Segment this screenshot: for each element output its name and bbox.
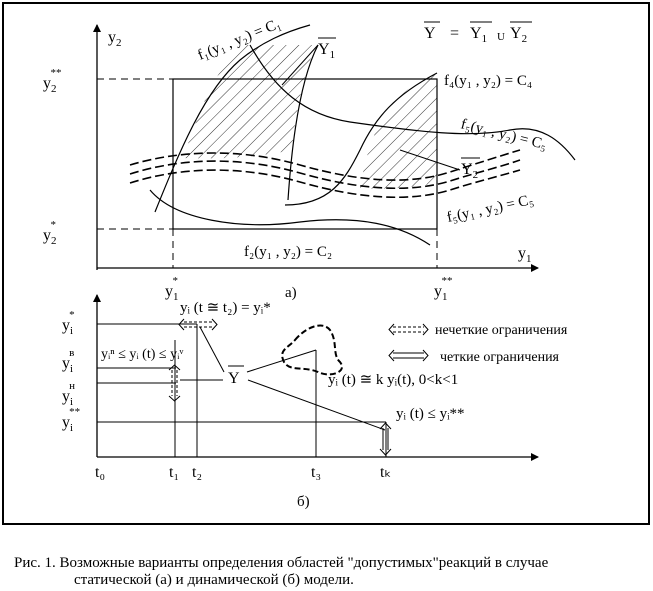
caption-line-2: статической (а) и динамической (б) модел… bbox=[74, 572, 354, 588]
fuzzy-marker-t2 bbox=[178, 318, 218, 331]
link-y-tk bbox=[247, 379, 386, 431]
svg-text:U: U bbox=[497, 31, 505, 43]
label-y2-upper: y2** bbox=[43, 67, 62, 95]
legend-fuzzy-label: нечеткие ограничения bbox=[435, 323, 568, 338]
label-y1-left: y1* bbox=[165, 275, 179, 303]
curve-f5-band-1 bbox=[129, 149, 521, 181]
label-y2-lower: y2* bbox=[43, 219, 57, 247]
panel-a: y2 y1 y2** y2* y1* y1** а) Y = Y1 U Y2 Y… bbox=[43, 16, 576, 303]
region-y1-hatch bbox=[183, 45, 318, 159]
region-y2-label: Y2 bbox=[461, 157, 480, 181]
label-f5-lower: f₅(y₁ , y₂) = C₅ bbox=[446, 192, 536, 226]
label-t2: t₂ bbox=[192, 464, 202, 481]
ann-dstar: yᵢ (t) ≤ yᵢ** bbox=[396, 406, 465, 422]
label-t1: t₁ bbox=[169, 464, 179, 481]
curve-f5-band-2 bbox=[129, 159, 521, 190]
Y-label: Y bbox=[228, 365, 244, 387]
label-yi-star: yi* bbox=[62, 309, 75, 337]
region-y1-label: Y1 bbox=[318, 37, 336, 61]
panel-b: Y yi* yiв yiн yi** t₀ t₁ t₂ t₃ tₖ yᵢ (t … bbox=[62, 294, 568, 510]
caption-line-1: Рис. 1. Возможные варианты определения о… bbox=[14, 555, 549, 571]
svg-text:Y: Y bbox=[228, 370, 240, 387]
label-yi-v: yiв bbox=[62, 347, 74, 375]
fuzzy-region-blob bbox=[281, 324, 343, 376]
link-y-t3 bbox=[246, 349, 317, 373]
legend-crisp-label: четкие ограничения bbox=[440, 350, 560, 365]
curve-f5-band-3 bbox=[129, 169, 521, 199]
svg-text:Y2: Y2 bbox=[510, 25, 527, 45]
legend-fuzzy: нечеткие ограничения bbox=[388, 323, 568, 338]
svg-text:Y1: Y1 bbox=[470, 25, 487, 45]
label-yi-dstar: yi** bbox=[62, 406, 80, 434]
label-f2: f₂(y₁ , y₂) = C₂ bbox=[244, 244, 332, 260]
crisp-marker-tk bbox=[379, 422, 392, 456]
ann-top: yᵢ (t ≅ t₂) = yᵢ* bbox=[180, 300, 271, 316]
label-tk: tₖ bbox=[380, 464, 391, 481]
svg-text:Y1: Y1 bbox=[318, 41, 335, 61]
outer-frame bbox=[2, 2, 650, 525]
svg-text:Y2: Y2 bbox=[461, 161, 478, 181]
label-t3: t₃ bbox=[311, 464, 321, 481]
svg-text:Y: Y bbox=[424, 25, 436, 42]
curve-f2 bbox=[149, 189, 431, 246]
link-y-t2 bbox=[199, 326, 225, 373]
leader-y1 bbox=[281, 44, 319, 86]
figure-caption: Рис. 1. Возможные варианты определения о… bbox=[14, 555, 644, 589]
leader-y2 bbox=[399, 149, 461, 171]
axis-y1-label: y1 bbox=[518, 245, 532, 265]
label-t0: t₀ bbox=[95, 464, 105, 481]
panel-b-label: б) bbox=[297, 494, 310, 510]
panel-a-label: а) bbox=[285, 285, 297, 301]
label-f5-upper: f₅(y₁ , y₂) = C₅ bbox=[459, 116, 548, 153]
region-y2-hatch bbox=[360, 74, 437, 189]
curve-f4 bbox=[249, 44, 576, 161]
curve-y2-boundary bbox=[284, 72, 438, 206]
label-yi-n: yiн bbox=[62, 380, 75, 408]
axis-y2-label: y2 bbox=[108, 29, 122, 49]
curve-f1 bbox=[154, 24, 311, 213]
label-f4: f₄(y₁ , y₂) = C₄ bbox=[444, 73, 532, 89]
fuzzy-marker-t1 bbox=[168, 364, 181, 402]
svg-text:=: = bbox=[450, 25, 459, 42]
ann-k: yᵢ (t) ≅ k yᵢ(t), 0<k<1 bbox=[328, 372, 458, 388]
ann-range: yᵢⁿ ≤ yᵢ (t) ≤ yᵢᵛ bbox=[101, 347, 184, 362]
union-formula: Y = Y1 U Y2 bbox=[424, 21, 532, 45]
legend-crisp: четкие ограничения bbox=[388, 349, 560, 365]
label-y1-right: y1** bbox=[434, 275, 453, 303]
